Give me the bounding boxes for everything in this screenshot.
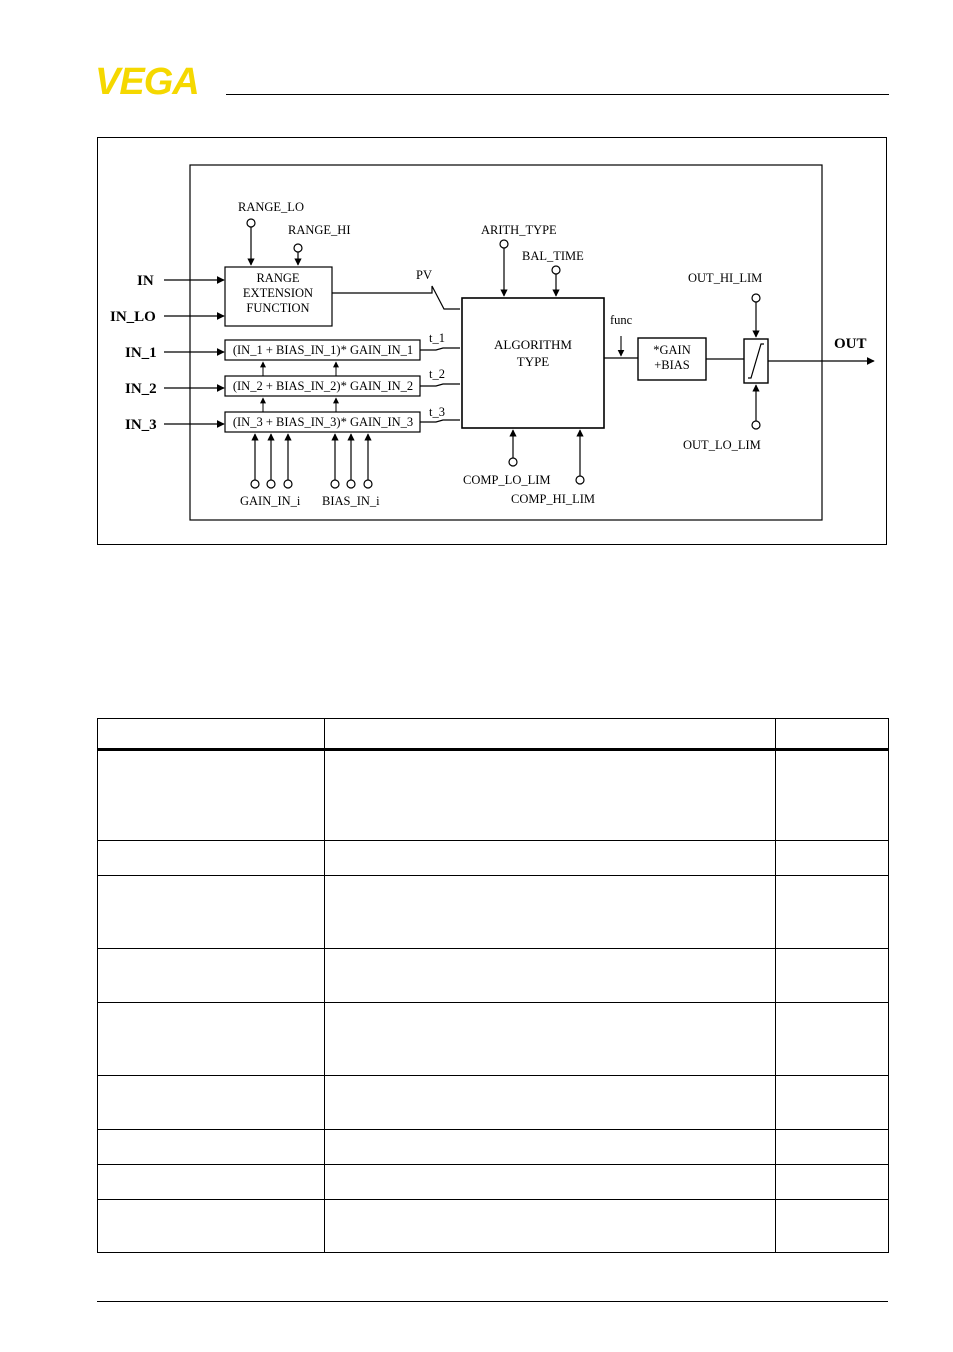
- footer-rule: [97, 1301, 888, 1302]
- bias-in-terminal: [363, 479, 373, 489]
- table-row: [97, 1164, 889, 1200]
- gain-bias-line2: +BIAS: [654, 358, 690, 372]
- t1-line: [420, 347, 460, 351]
- arithmetic-block-diagram: IN IN_LO IN_1 IN_2 IN_3 RANGE_LO RANGE_H…: [110, 164, 875, 521]
- table-row: [97, 948, 889, 1003]
- table-row: [97, 1129, 889, 1165]
- out-hi-terminal: [751, 293, 761, 303]
- gain-row-3: (IN_3 + BIAS_IN_3)* GAIN_IN_3: [233, 415, 413, 429]
- output-limiter: [743, 338, 769, 384]
- gain-in-terminal: [283, 479, 293, 489]
- diagram-inner-frame: [189, 164, 823, 521]
- range-block-line3: FUNCTION: [246, 301, 309, 315]
- range-hi-terminal: [293, 243, 303, 253]
- output-label: OUT: [834, 336, 867, 352]
- input-label-in-3: IN_3: [125, 417, 157, 433]
- table-header-cell: [775, 718, 889, 751]
- out-lo-terminal: [751, 420, 761, 430]
- table-row: [97, 840, 889, 876]
- gain-bias-line1: *GAIN: [653, 343, 691, 357]
- range-extension-block: [224, 266, 333, 327]
- range-block-line1: RANGE: [256, 271, 299, 285]
- pv-label: PV: [416, 268, 432, 282]
- t2-line: [420, 383, 460, 387]
- t1-label: t_1: [429, 331, 445, 345]
- input-label-in-2: IN_2: [125, 381, 157, 397]
- pv-line: [332, 285, 460, 310]
- table-header-cell: [97, 718, 325, 751]
- bal-time-terminal: [551, 265, 561, 275]
- t3-line: [420, 419, 460, 423]
- bias-in-i-label: BIAS_IN_i: [322, 494, 380, 508]
- range-lo-terminal: [246, 218, 256, 228]
- bal-time-label: BAL_TIME: [522, 249, 584, 263]
- algorithm-line1: ALGORITHM: [494, 337, 572, 352]
- table-row: [97, 875, 889, 949]
- arith-type-label: ARITH_TYPE: [481, 223, 557, 237]
- bias-in-terminal: [330, 479, 340, 489]
- algorithm-line2: TYPE: [517, 354, 550, 369]
- table-row: [97, 1199, 889, 1253]
- func-label: func: [610, 313, 633, 327]
- gain-in-terminal: [266, 479, 276, 489]
- range-hi-label: RANGE_HI: [288, 223, 351, 237]
- table-row: [97, 749, 889, 841]
- input-label-in: IN: [137, 273, 154, 289]
- logo-text: VEGA: [95, 62, 199, 98]
- t2-label: t_2: [429, 367, 445, 381]
- figure-frame: IN IN_LO IN_1 IN_2 IN_3 RANGE_LO RANGE_H…: [97, 137, 887, 545]
- gain-in-i-label: GAIN_IN_i: [240, 494, 301, 508]
- table-header-row: [97, 718, 889, 751]
- header-rule: [226, 94, 889, 95]
- out-lo-lim-label: OUT_LO_LIM: [683, 438, 761, 452]
- gain-in-terminal: [250, 479, 260, 489]
- algorithm-block: [461, 297, 605, 429]
- out-hi-lim-label: OUT_HI_LIM: [688, 271, 762, 285]
- comp-lo-lim-label: COMP_LO_LIM: [463, 473, 551, 487]
- bias-in-terminal: [346, 479, 356, 489]
- gain-row-2: (IN_2 + BIAS_IN_2)* GAIN_IN_2: [233, 379, 413, 393]
- vega-logo: VEGA: [95, 62, 200, 98]
- table-row: [97, 1002, 889, 1076]
- range-lo-label: RANGE_LO: [238, 200, 304, 214]
- limiter-curve: [748, 343, 764, 379]
- table-header-cell: [324, 718, 776, 751]
- table-row: [97, 1075, 889, 1130]
- input-label-in-1: IN_1: [125, 345, 157, 361]
- t3-label: t_3: [429, 405, 445, 419]
- comp-hi-lim-label: COMP_HI_LIM: [511, 492, 595, 506]
- comp-hi-terminal: [575, 475, 585, 485]
- range-block-line2: EXTENSION: [243, 286, 313, 300]
- input-label-in-lo: IN_LO: [110, 309, 156, 325]
- gain-bias-block: [637, 337, 707, 381]
- parameter-table: [97, 718, 889, 1253]
- arith-type-terminal: [499, 239, 509, 249]
- comp-lo-terminal: [508, 457, 518, 467]
- gain-row-1: (IN_1 + BIAS_IN_1)* GAIN_IN_1: [233, 343, 413, 357]
